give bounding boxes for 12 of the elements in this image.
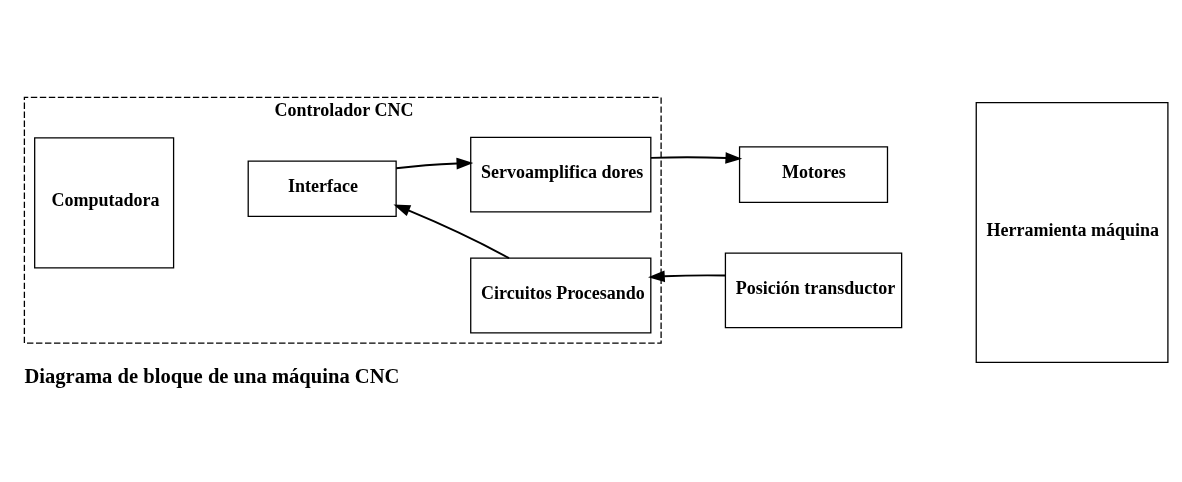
- arrow: [648, 269, 727, 282]
- node-box: Computadora: [34, 136, 175, 268]
- node-box: Servoamplifica dores: [470, 136, 652, 213]
- node-box: Herramienta máquina: [975, 101, 1169, 363]
- node-box: Motores: [738, 145, 889, 203]
- node-box: Circuitos Procesando: [470, 257, 652, 333]
- arrow: [395, 157, 474, 169]
- caption: Diagrama de bloque de una máquina CNC: [24, 364, 400, 387]
- node-box: Interface: [247, 159, 397, 217]
- node-box: Posición transductor: [724, 251, 903, 328]
- arrow: [393, 203, 510, 259]
- arrow: [650, 151, 743, 164]
